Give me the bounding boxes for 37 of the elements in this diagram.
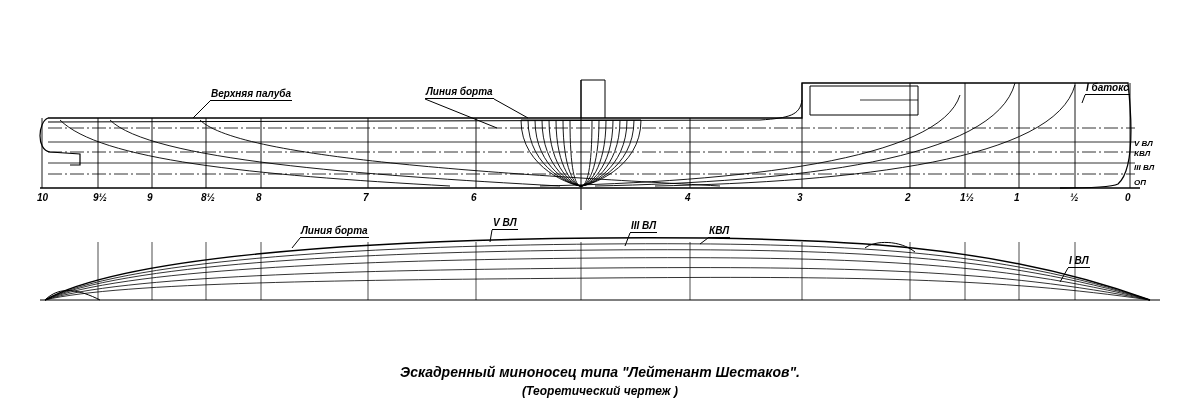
waterline-label: V ВЛ — [1134, 138, 1153, 149]
station-number: ½ — [1070, 192, 1079, 203]
leader-line — [489, 229, 493, 243]
waterline-label: I ВЛ — [1068, 255, 1090, 268]
station-number: 9½ — [93, 192, 107, 203]
station-number: 3 — [797, 192, 803, 203]
leader-line — [1059, 267, 1069, 283]
leader-line — [192, 100, 211, 119]
station-number: 10 — [37, 192, 49, 203]
waterline-label: ОП — [1134, 177, 1146, 188]
waterline-label: III ВЛ — [1134, 162, 1155, 173]
station-number: 2 — [905, 192, 911, 203]
waterline-label: V ВЛ — [492, 217, 518, 230]
waterline-label: КВЛ — [1134, 148, 1151, 159]
station-number: 8 — [256, 192, 262, 203]
deck-label: Верхняя палуба — [210, 88, 293, 101]
station-number: 7 — [363, 192, 369, 203]
leader-line — [291, 237, 301, 249]
station-number: 1 — [1014, 192, 1020, 203]
waterline-label: КВЛ — [708, 225, 731, 238]
station-number: 8½ — [201, 192, 215, 203]
waterline-label: III ВЛ — [630, 220, 658, 233]
leader-line — [1081, 94, 1086, 104]
leader-line — [493, 98, 529, 119]
side-line-label: Линия борта — [300, 225, 369, 238]
station-number: 9 — [147, 192, 153, 203]
leader-line — [624, 232, 631, 247]
leader-line — [424, 98, 498, 129]
station-number: 0 — [1125, 192, 1131, 203]
station-number: 1½ — [960, 192, 974, 203]
drawing-title: Эскадренный миноносец типа "Лейтенант Шестаков". — [399, 364, 801, 380]
station-number: 4 — [685, 192, 691, 203]
buttock-label: I батокс — [1085, 82, 1130, 95]
side-line-label: Линия борта — [425, 86, 494, 99]
leader-line — [699, 237, 709, 245]
drawing-caption: (Теоретический чертеж ) — [521, 384, 679, 398]
station-number: 6 — [471, 192, 477, 203]
